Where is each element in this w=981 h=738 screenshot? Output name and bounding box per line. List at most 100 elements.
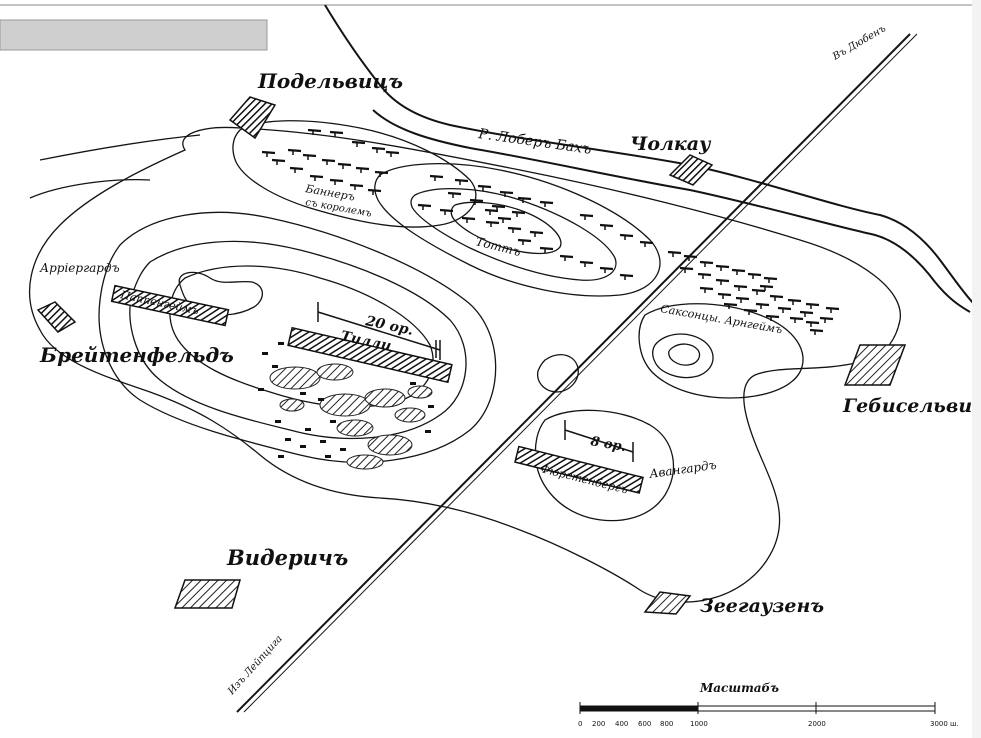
village-podelwitz-icon [228, 96, 277, 140]
tilly-bar [287, 326, 453, 384]
saxon-unit-mark [667, 250, 682, 257]
saxon-unit-mark [715, 278, 730, 285]
swedish-unit-mark [371, 146, 386, 153]
label-saxon: Саксонцы. Арнгеймъ [659, 302, 783, 336]
scale-tick-label: 0 [578, 720, 582, 728]
road-leipzig-dueben-edge [243, 33, 918, 713]
scale-tick-label: 3000 ш. [930, 720, 959, 728]
swedish-unit-mark [539, 200, 554, 207]
river-bank-north [324, 4, 976, 306]
swedish-unit-mark [349, 183, 364, 190]
swedish-unit-mark [469, 198, 484, 205]
label-breitenfeld: Брейтенфельдъ [39, 343, 234, 367]
scale-title: Масштабъ [699, 681, 779, 695]
swedish-unit-mark [337, 162, 352, 169]
saxon-unit-mark [735, 296, 750, 303]
saxon-unit-mark [825, 306, 840, 313]
swedish-unit-mark [619, 233, 634, 240]
saxon-unit-mark [733, 284, 748, 291]
road-leipzig-dueben [236, 33, 911, 713]
saxon-unit-mark [697, 272, 712, 279]
saxon-unit-mark [769, 294, 784, 301]
saxon-unit-mark [715, 264, 730, 271]
swedish-unit-mark [484, 208, 499, 215]
river-bank-south [372, 109, 971, 313]
scale-tick-label: 200 [592, 720, 605, 728]
swedish-unit-mark [289, 166, 304, 173]
swedish-unit-mark [351, 140, 366, 147]
swedish-unit-mark [539, 246, 554, 253]
label-arrierguard: Арріергардъ [39, 261, 120, 275]
label-zolkau: Чолкау [630, 133, 712, 155]
swedish-unit-mark [439, 208, 454, 215]
saxon-unit-mark [799, 310, 814, 317]
saxon-unit-mark [763, 276, 778, 283]
village-wiederitzsch-icon [173, 579, 241, 609]
swedish-unit-mark [385, 150, 400, 157]
swedish-unit-mark [321, 158, 336, 165]
scale-bar [579, 702, 936, 714]
imperial-cavalry-clusters [269, 363, 433, 470]
swedish-unit-mark [529, 230, 544, 237]
saxon-unit-mark [699, 286, 714, 293]
saxon-units [667, 250, 840, 335]
header-bar [0, 19, 268, 51]
saxon-unit-mark [731, 268, 746, 275]
swedish-unit-mark [447, 191, 462, 198]
saxon-unit-mark [755, 302, 770, 309]
village-breitenfeld-icon [36, 301, 77, 333]
label-gebichelwitz: Гебисельвицъ [842, 395, 981, 417]
saxon-unit-mark [777, 306, 792, 313]
page-edge [972, 0, 981, 738]
label-tott: Тоттъ [474, 234, 522, 259]
swedish-unit-mark [429, 174, 444, 181]
swedish-unit-mark [374, 170, 389, 177]
village-seehausen-icon [643, 591, 692, 615]
swedish-unit-mark [367, 188, 382, 195]
saxon-unit-mark [723, 302, 738, 309]
saxon-unit-mark [787, 298, 802, 305]
scale-tick-label: 400 [615, 720, 628, 728]
swedish-unit-mark [517, 196, 532, 203]
swedish-unit-mark [461, 216, 476, 223]
swedish-unit-mark [307, 128, 322, 135]
scale-tick-label: 2000 [808, 720, 826, 728]
swedish-unit-mark [329, 178, 344, 185]
saxon-unit-mark [699, 260, 714, 267]
swedish-unit-mark [599, 223, 614, 230]
swedish-unit-mark [559, 254, 574, 261]
scale-tick-label: 800 [660, 720, 673, 728]
saxon-unit-mark [809, 328, 824, 335]
saxon-unit-mark [765, 314, 780, 321]
imperial-infantry-dots [258, 342, 434, 458]
swedish-unit-mark [309, 174, 324, 181]
scale-tick-label: 600 [638, 720, 651, 728]
swedish-unit-mark [499, 190, 514, 197]
swedish-unit-mark [517, 238, 532, 245]
swedish-units [261, 128, 654, 280]
fuerstenberg-guns-line [564, 420, 634, 462]
label-pappenheim: Паппенгеймъ [118, 288, 200, 317]
swedish-unit-mark [497, 216, 512, 223]
label-wiederitzsch: Видеричъ [226, 545, 348, 570]
swedish-unit-mark [287, 148, 302, 155]
saxon-unit-mark [679, 266, 694, 273]
saxon-unit-mark [747, 272, 762, 279]
saxon-unit-mark [743, 308, 758, 315]
swedish-unit-mark [599, 266, 614, 273]
label-fuerstenberg-guns: 8 ор. [589, 434, 627, 455]
saxon-unit-mark [805, 302, 820, 309]
label-podelwitz: Подельвицъ [257, 69, 403, 93]
swedish-unit-mark [355, 166, 370, 173]
swedish-unit-mark [639, 240, 654, 247]
label-seehausen: Зеегаузенъ [700, 595, 824, 617]
village-zolkau-icon [668, 154, 714, 186]
swedish-unit-mark [329, 130, 344, 137]
saxon-unit-mark [751, 288, 766, 295]
saxon-unit-mark [683, 254, 698, 261]
swedish-unit-mark [302, 153, 317, 160]
tilly-guns-line [317, 302, 441, 360]
